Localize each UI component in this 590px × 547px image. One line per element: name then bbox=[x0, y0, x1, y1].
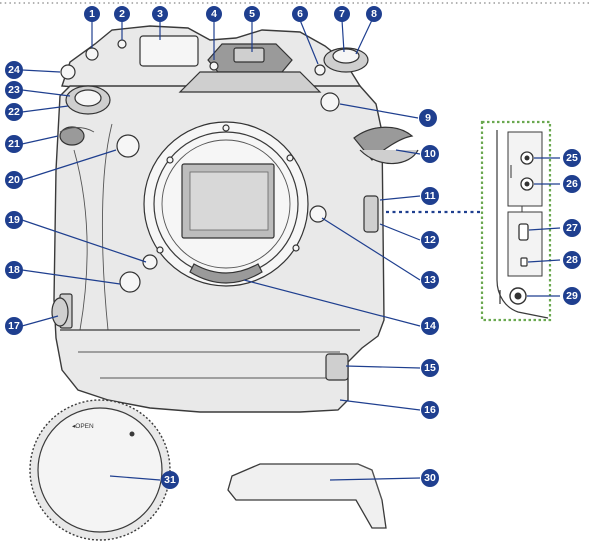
svg-text:20: 20 bbox=[8, 174, 20, 186]
callout-19: 19 bbox=[5, 211, 23, 229]
callout-26: 26 bbox=[563, 175, 581, 193]
callout-3: 3 bbox=[152, 6, 168, 22]
svg-text:29: 29 bbox=[566, 290, 578, 302]
shutter-button bbox=[74, 89, 102, 107]
callout-14: 14 bbox=[421, 317, 439, 335]
callout-22: 22 bbox=[5, 103, 23, 121]
svg-text:30: 30 bbox=[424, 472, 436, 484]
svg-text:6: 6 bbox=[297, 8, 303, 20]
callout-9: 9 bbox=[419, 109, 437, 127]
svg-text:3: 3 bbox=[157, 8, 163, 20]
svg-text:10: 10 bbox=[424, 148, 436, 160]
callout-13: 13 bbox=[421, 271, 439, 289]
callout-20: 20 bbox=[5, 171, 23, 189]
callout-27: 27 bbox=[563, 219, 581, 237]
callout-29: 29 bbox=[563, 287, 581, 305]
callout-2: 2 bbox=[114, 6, 130, 22]
callouts: 1 2 3 4 5 6 7 8 9 10 11 12 13 14 15 16 1… bbox=[5, 6, 581, 489]
svg-text:1: 1 bbox=[89, 8, 95, 20]
svg-text:2: 2 bbox=[119, 8, 125, 20]
body-cap: ◂OPEN bbox=[29, 399, 171, 541]
callout-23: 23 bbox=[5, 81, 23, 99]
svg-text:7: 7 bbox=[339, 8, 345, 20]
svg-text:14: 14 bbox=[424, 320, 436, 332]
svg-text:19: 19 bbox=[8, 214, 20, 226]
svg-text:21: 21 bbox=[8, 138, 20, 150]
svg-text:31: 31 bbox=[164, 474, 176, 486]
callout-17: 17 bbox=[5, 317, 23, 335]
callout-7: 7 bbox=[334, 6, 350, 22]
svg-text:18: 18 bbox=[8, 264, 20, 276]
hot-shoe-cover bbox=[227, 463, 387, 529]
side-terminal-inset bbox=[386, 120, 552, 322]
mount-contacts bbox=[189, 263, 263, 284]
callout-12: 12 bbox=[421, 231, 439, 249]
callout-8: 8 bbox=[366, 6, 382, 22]
top-lcd bbox=[139, 35, 199, 67]
svg-text:12: 12 bbox=[424, 234, 436, 246]
svg-text:28: 28 bbox=[566, 254, 578, 266]
svg-text:22: 22 bbox=[8, 106, 20, 118]
callout-15: 15 bbox=[421, 359, 439, 377]
svg-text:16: 16 bbox=[424, 404, 436, 416]
svg-text:25: 25 bbox=[566, 152, 578, 164]
callout-11: 11 bbox=[421, 187, 439, 205]
svg-text:9: 9 bbox=[425, 112, 431, 124]
svg-text:26: 26 bbox=[566, 178, 578, 190]
svg-text:8: 8 bbox=[371, 8, 377, 20]
callout-1: 1 bbox=[84, 6, 100, 22]
callout-6: 6 bbox=[292, 6, 308, 22]
camera-body bbox=[51, 25, 419, 413]
svg-text:4: 4 bbox=[211, 8, 217, 20]
svg-text:23: 23 bbox=[8, 84, 20, 96]
callout-4: 4 bbox=[206, 6, 222, 22]
callout-16: 16 bbox=[421, 401, 439, 419]
callout-5: 5 bbox=[244, 6, 260, 22]
callout-30: 30 bbox=[421, 469, 439, 487]
callout-24: 24 bbox=[5, 61, 23, 79]
svg-text:24: 24 bbox=[8, 64, 20, 76]
svg-text:11: 11 bbox=[424, 190, 435, 202]
svg-text:5: 5 bbox=[249, 8, 255, 20]
callout-31: 31 bbox=[161, 471, 179, 489]
callout-18: 18 bbox=[5, 261, 23, 279]
body-cap-open-label: ◂OPEN bbox=[72, 423, 94, 430]
svg-text:13: 13 bbox=[424, 274, 436, 286]
svg-text:27: 27 bbox=[566, 222, 578, 234]
svg-text:15: 15 bbox=[424, 362, 436, 374]
callout-21: 21 bbox=[5, 135, 23, 153]
svg-text:17: 17 bbox=[8, 320, 20, 332]
callout-25: 25 bbox=[563, 149, 581, 167]
callout-10: 10 bbox=[421, 145, 439, 163]
callout-28: 28 bbox=[563, 251, 581, 269]
